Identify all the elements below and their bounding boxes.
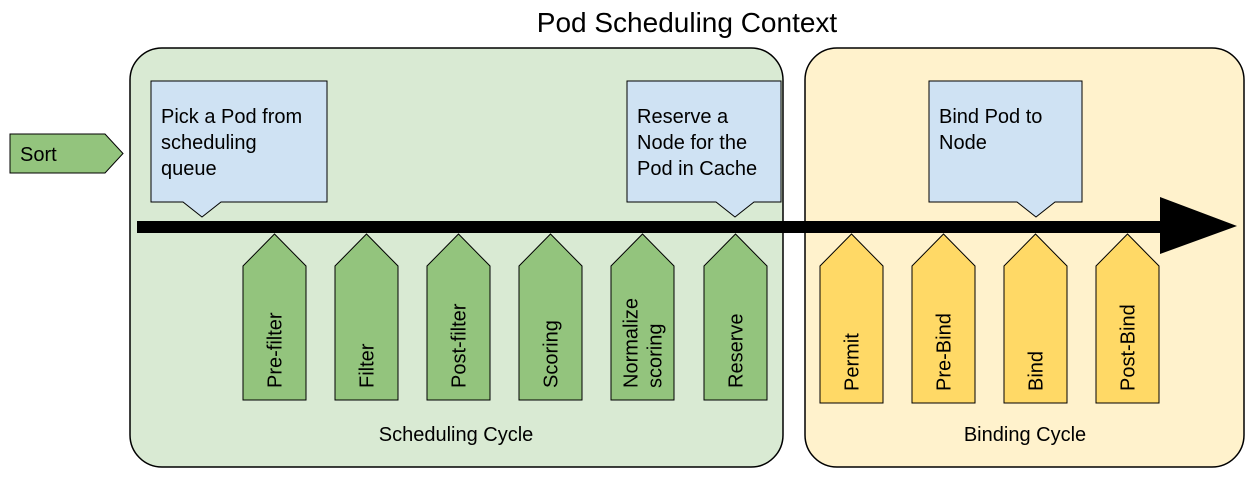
- callout-shape: [150, 80, 328, 218]
- sort-step: Sort: [9, 133, 124, 174]
- step-arrow-shape: [426, 233, 491, 401]
- plugin-step: Pre-filter: [242, 233, 307, 401]
- callout-shape: [626, 80, 782, 218]
- step-arrow-shape: [911, 233, 976, 404]
- flow-arrow: [137, 197, 1237, 254]
- step-label: Scoring: [541, 320, 563, 388]
- step-label: Pre-Bind: [934, 313, 956, 391]
- step-label: Pre-filter: [265, 312, 287, 388]
- plugin-step: Filter: [334, 233, 399, 401]
- step-arrow-shape: [518, 233, 583, 401]
- diagram-title: Pod Scheduling Context: [537, 7, 838, 38]
- step-arrow-shape: [703, 233, 768, 401]
- step-label: Bind: [1026, 351, 1048, 391]
- plugin-step: Post-filter: [426, 233, 491, 401]
- step-label: Reserve: [726, 314, 748, 388]
- sort-label: Sort: [20, 144, 57, 166]
- binding-cycle-label: Binding Cycle: [964, 424, 1086, 446]
- step-arrow-shape: [334, 233, 399, 401]
- plugin-step: Bind: [1003, 233, 1068, 404]
- plugin-step: Post-Bind: [1095, 233, 1160, 404]
- plugin-step: Permit: [819, 233, 884, 404]
- step-arrow-shape: [819, 233, 884, 404]
- step-arrow-shape: [610, 233, 675, 401]
- sort-pentagon: [9, 133, 124, 174]
- step-arrow-shape: [242, 233, 307, 401]
- plugin-step: Scoring: [518, 233, 583, 401]
- flow-arrow-line: [137, 221, 1162, 233]
- step-label: Filter: [357, 343, 379, 388]
- steps: Pre-filter Filter Post-filter Scoring Normal…: [242, 233, 1160, 404]
- step-arrow-shape: [1095, 233, 1160, 404]
- step-arrow-shape: [1003, 233, 1068, 404]
- step-label: Permit: [842, 333, 864, 391]
- plugin-step: Pre-Bind: [911, 233, 976, 404]
- step-label: Post-filter: [449, 303, 471, 388]
- callout-shape: [928, 80, 1083, 218]
- plugin-step: Reserve: [703, 233, 768, 401]
- step-label: Post-Bind: [1118, 304, 1140, 391]
- flow-arrowhead: [1160, 197, 1237, 254]
- scheduling-cycle-label: Scheduling Cycle: [379, 424, 534, 446]
